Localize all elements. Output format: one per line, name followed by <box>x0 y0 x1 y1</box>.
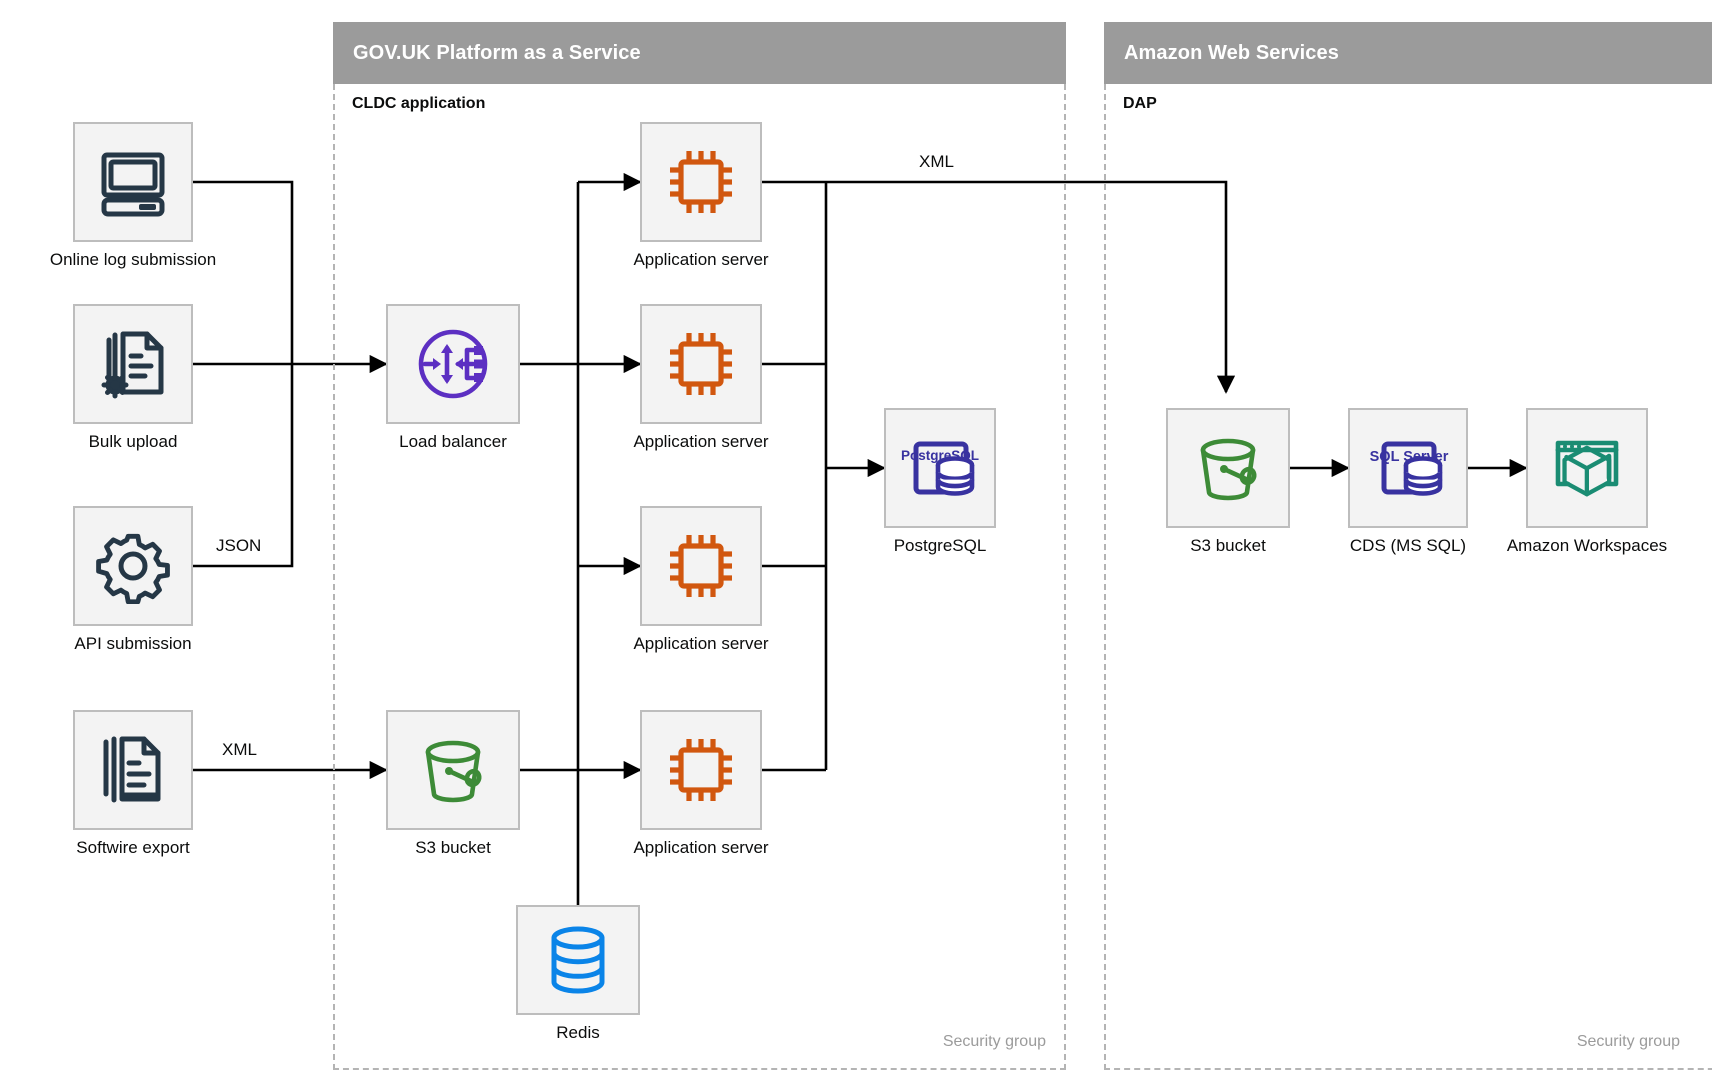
amazon-workspaces-icon <box>1555 440 1619 497</box>
node-application-server-2[interactable]: Application server <box>633 304 769 451</box>
node-label-aws-s3-bucket: S3 bucket <box>1190 536 1266 555</box>
node-label-softwire-export: Softwire export <box>76 838 190 857</box>
edge-label-xml-to-s3: XML <box>919 152 954 171</box>
s3-bucket-icon <box>1200 438 1257 501</box>
group-title-aws: Amazon Web Services <box>1124 42 1339 64</box>
security-group-label-aws: Security group <box>1576 1033 1680 1050</box>
group-title-paas: GOV.UK Platform as a Service <box>353 42 641 64</box>
group-sublabel-dap: DAP <box>1123 95 1157 112</box>
node-aws-s3-bucket[interactable]: S3 bucket <box>1166 408 1290 555</box>
database-cylinder-icon <box>551 926 605 994</box>
node-redis[interactable]: Redis <box>516 905 640 1042</box>
node-cds-ms-sql[interactable]: SQL Server CDS (MS SQL) <box>1348 408 1468 555</box>
node-label-application-server-3: Application server <box>633 634 769 653</box>
node-label-bulk-upload: Bulk upload <box>88 432 178 451</box>
document-gear-icon <box>101 331 164 399</box>
node-label-redis: Redis <box>556 1023 600 1042</box>
node-label-amazon-workspaces: Amazon Workspaces <box>1506 536 1668 555</box>
load-balancer-icon <box>418 329 488 399</box>
cpu-chip-icon <box>670 333 732 395</box>
node-api-submission[interactable]: API submission <box>73 506 193 653</box>
node-label-paas-s3-bucket: S3 bucket <box>415 838 491 857</box>
s3-bucket-icon <box>425 740 482 803</box>
node-label-load-balancer: Load balancer <box>399 432 507 451</box>
group-body-paas <box>333 84 1066 1070</box>
node-application-server-1[interactable]: Application server <box>633 122 769 269</box>
edge-online-log-to-bus <box>193 180 294 364</box>
node-load-balancer[interactable]: Load balancer <box>386 304 520 451</box>
node-label-api-submission: API submission <box>74 634 192 653</box>
security-group-label-paas: Security group <box>942 1033 1046 1050</box>
node-application-server-3[interactable]: Application server <box>633 506 769 653</box>
edge-label-xml-softwire: XML <box>222 740 257 759</box>
node-postgresql[interactable]: PostgreSQL PostgreSQL <box>884 408 996 555</box>
node-label-online-log-submission: Online log submission <box>49 250 217 269</box>
documents-stack-icon <box>103 736 161 803</box>
cpu-chip-icon <box>670 535 732 597</box>
group-sublabel-cldc: CLDC application <box>352 95 486 112</box>
group-body-aws <box>1104 84 1712 1070</box>
postgresql-icon: PostgreSQL <box>901 441 979 496</box>
node-online-log-submission[interactable]: Online log submission <box>50 122 216 269</box>
node-label-application-server-2: Application server <box>633 432 769 451</box>
node-label-postgresql: PostgreSQL <box>893 536 987 555</box>
node-softwire-export[interactable]: Softwire export <box>73 710 193 857</box>
cpu-chip-icon <box>670 151 732 213</box>
node-bulk-upload[interactable]: Bulk upload <box>73 304 193 451</box>
node-label-application-server-4: Application server <box>633 838 769 857</box>
group-header-aws: Amazon Web Services <box>1104 22 1712 84</box>
gear-icon <box>96 533 170 604</box>
sql-server-icon: SQL Server <box>1370 441 1449 496</box>
group-header-paas: GOV.UK Platform as a Service <box>333 22 1066 84</box>
node-label-cds-ms-sql: CDS (MS SQL) <box>1349 536 1467 555</box>
node-application-server-4[interactable]: Application server <box>633 710 769 857</box>
desktop-computer-icon <box>101 152 165 217</box>
node-amazon-workspaces[interactable]: Amazon Workspaces <box>1507 408 1667 555</box>
node-label-application-server-1: Application server <box>633 250 769 269</box>
cpu-chip-icon <box>670 739 732 801</box>
edge-label-json: JSON <box>216 536 262 555</box>
node-paas-s3-bucket[interactable]: S3 bucket <box>386 710 520 857</box>
